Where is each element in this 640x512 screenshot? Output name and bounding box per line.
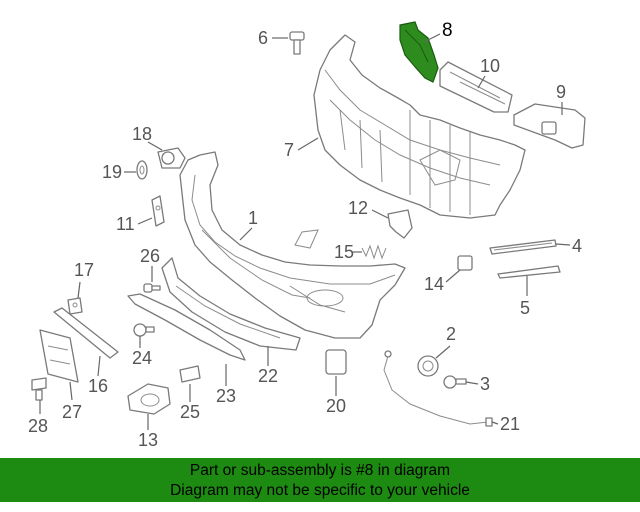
bumper-parts-diagram: 6 7 8 10 9 18 19 xyxy=(28,20,586,450)
part-22-lower-spoiler xyxy=(161,257,301,351)
part-16-grille-strip xyxy=(53,307,119,359)
part-10-absorber xyxy=(439,61,513,113)
part-13-fog-bezel xyxy=(127,383,171,415)
part-9-side-bracket xyxy=(513,103,586,149)
callout-22: 22 xyxy=(258,366,278,386)
part-17-bracket xyxy=(67,297,83,315)
callout-6: 6 xyxy=(258,28,268,48)
part-25-clip xyxy=(179,365,201,383)
callout-25: 25 xyxy=(180,402,200,422)
callout-12: 12 xyxy=(348,198,368,218)
part-14-clip xyxy=(457,255,473,271)
callout-21: 21 xyxy=(500,414,520,434)
part-2-sensor xyxy=(417,355,439,377)
callout-9: 9 xyxy=(556,82,566,102)
part-12-bracket xyxy=(387,209,413,239)
part-3-bolt xyxy=(443,375,467,389)
callout-4: 4 xyxy=(572,236,582,256)
callout-17: 17 xyxy=(74,260,94,280)
callout-2: 2 xyxy=(446,324,456,344)
callout-27: 27 xyxy=(62,402,82,422)
part-5-lower-trim xyxy=(497,265,561,279)
callout-8: 8 xyxy=(442,20,453,41)
callout-20: 20 xyxy=(326,396,346,416)
callout-26: 26 xyxy=(140,246,160,266)
callout-28: 28 xyxy=(28,416,48,436)
part-24-bolt xyxy=(133,323,155,337)
callout-14: 14 xyxy=(424,274,444,294)
callout-24: 24 xyxy=(132,348,152,368)
banner-line-2: Diagram may not be specific to your vehi… xyxy=(170,482,470,499)
part-27-plate-bracket xyxy=(39,329,79,383)
part-19-grommet xyxy=(136,160,148,180)
part-28-screw xyxy=(31,377,47,401)
part-26-screw xyxy=(143,283,161,293)
callout-16: 16 xyxy=(88,376,108,396)
callout-5: 5 xyxy=(520,298,530,318)
banner-line-1: Part or sub-assembly is #8 in diagram xyxy=(189,462,451,479)
part-1-bumper-cover xyxy=(179,151,406,339)
callout-10: 10 xyxy=(480,56,500,76)
callout-11: 11 xyxy=(116,214,135,234)
part-7-reinforcement xyxy=(313,34,526,219)
callout-23: 23 xyxy=(216,386,236,406)
info-banner: Part or sub-assembly is #8 in diagram Di… xyxy=(0,458,640,502)
callout-15: 15 xyxy=(334,242,354,262)
callout-7: 7 xyxy=(284,140,294,160)
callout-19: 19 xyxy=(102,162,122,182)
part-6-bolt xyxy=(289,31,305,55)
callout-13: 13 xyxy=(138,430,158,450)
part-4-trim xyxy=(489,239,557,255)
part-15-spring xyxy=(361,244,387,260)
callout-3: 3 xyxy=(480,374,490,394)
part-20-cover-cap xyxy=(325,349,347,375)
callout-1: 1 xyxy=(248,208,258,228)
part-18-sensor xyxy=(157,147,186,169)
part-21-wiring-harness xyxy=(383,350,493,427)
part-11-bracket xyxy=(151,195,165,227)
part-8-highlighted-bracket xyxy=(399,21,439,83)
part-23-lower-valance xyxy=(127,293,246,361)
callout-18: 18 xyxy=(132,124,152,144)
